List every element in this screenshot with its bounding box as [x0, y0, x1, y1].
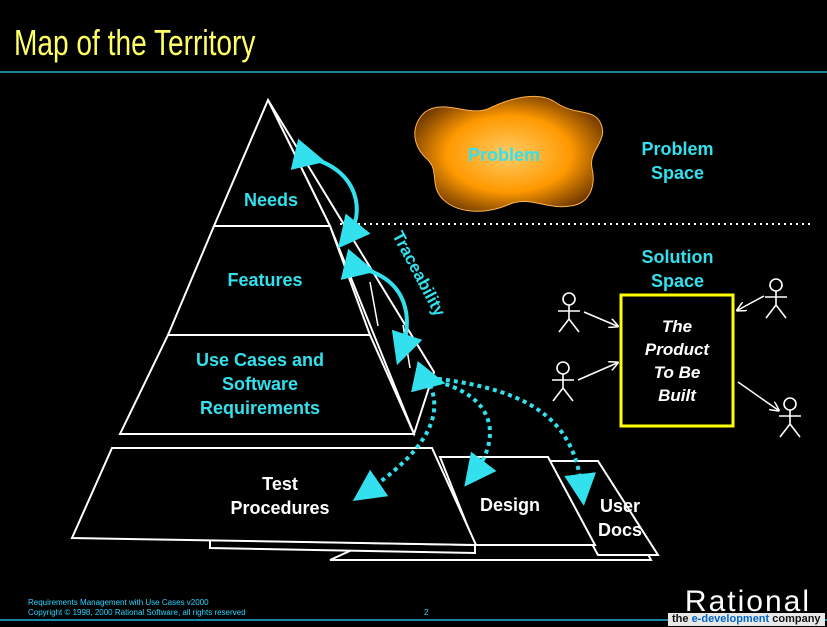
- label-test-procedures: Test Procedures: [210, 472, 350, 520]
- product-line3: To Be: [653, 363, 701, 382]
- product-box-label: The Product To Be Built: [622, 315, 732, 407]
- actor-top-right-icon: [765, 278, 787, 319]
- label-test-line2: Procedures: [230, 498, 330, 518]
- solution-space-label: Solution Space: [625, 245, 730, 293]
- base-layers: [70, 447, 660, 561]
- actor-bottom-right-icon: [779, 397, 801, 438]
- problem-space-line1: Problem: [641, 139, 714, 159]
- derivation-arrows: [352, 360, 597, 506]
- label-use-cases-line2: Software: [221, 374, 299, 394]
- actor-arrow-1: [583, 311, 617, 326]
- actor-arrow-3: [738, 295, 765, 310]
- label-test-line1: Test: [262, 474, 298, 494]
- problem-space-label: Problem Space: [625, 137, 730, 185]
- logo-tagline: the e-development company: [668, 613, 825, 626]
- product-box: [619, 293, 735, 428]
- arrow-to-test: [352, 384, 437, 502]
- page-number: 2: [424, 608, 429, 617]
- product-line2: Product: [644, 340, 710, 359]
- footer-line1: Requirements Management with Use Cases v…: [28, 598, 209, 607]
- label-design: Design: [479, 495, 540, 515]
- label-user-docs: User Docs: [590, 494, 650, 542]
- tagline-post: company: [769, 613, 821, 625]
- problem-blob-label: Problem: [467, 145, 541, 165]
- actor-arrow-2: [577, 363, 617, 381]
- product-line4: Built: [658, 386, 696, 405]
- label-use-cases-line1: Use Cases and: [195, 350, 325, 370]
- rational-logo: Rational: [684, 585, 811, 618]
- slide-title: Map of the Territory: [14, 22, 256, 63]
- footer-line2: Copyright © 1998, 2000 Rational Software…: [28, 608, 246, 617]
- problem-space-line2: Space: [650, 163, 705, 183]
- actors: [552, 278, 801, 438]
- tagline-pre: the: [672, 613, 692, 625]
- arrow-to-design: [410, 360, 497, 487]
- actor-top-left-icon: [558, 292, 580, 333]
- tagline-em: e-development: [691, 613, 770, 625]
- label-user-docs-line1: User: [599, 496, 641, 516]
- label-features: Features: [227, 270, 303, 290]
- trace-arrow-needs-features: [290, 138, 371, 249]
- label-use-cases: Use Cases and Software Requirements: [170, 348, 350, 420]
- solution-space-line1: Solution: [641, 247, 714, 267]
- label-use-cases-line3: Requirements: [199, 398, 321, 418]
- product-line1: The: [661, 317, 693, 336]
- solution-space-line2: Space: [650, 271, 705, 291]
- label-user-docs-line2: Docs: [597, 520, 642, 540]
- arrow-to-user-docs: [429, 376, 597, 506]
- traceability-arrows: [290, 138, 423, 366]
- actor-arrow-4: [737, 381, 778, 410]
- problem-blob: [414, 95, 603, 212]
- trace-arrow-features-usecases: [340, 248, 423, 366]
- label-needs: Needs: [243, 190, 299, 210]
- traceability-label: Traceability: [388, 228, 449, 320]
- actor-arrows: [577, 295, 778, 410]
- actor-mid-left-icon: [552, 361, 574, 402]
